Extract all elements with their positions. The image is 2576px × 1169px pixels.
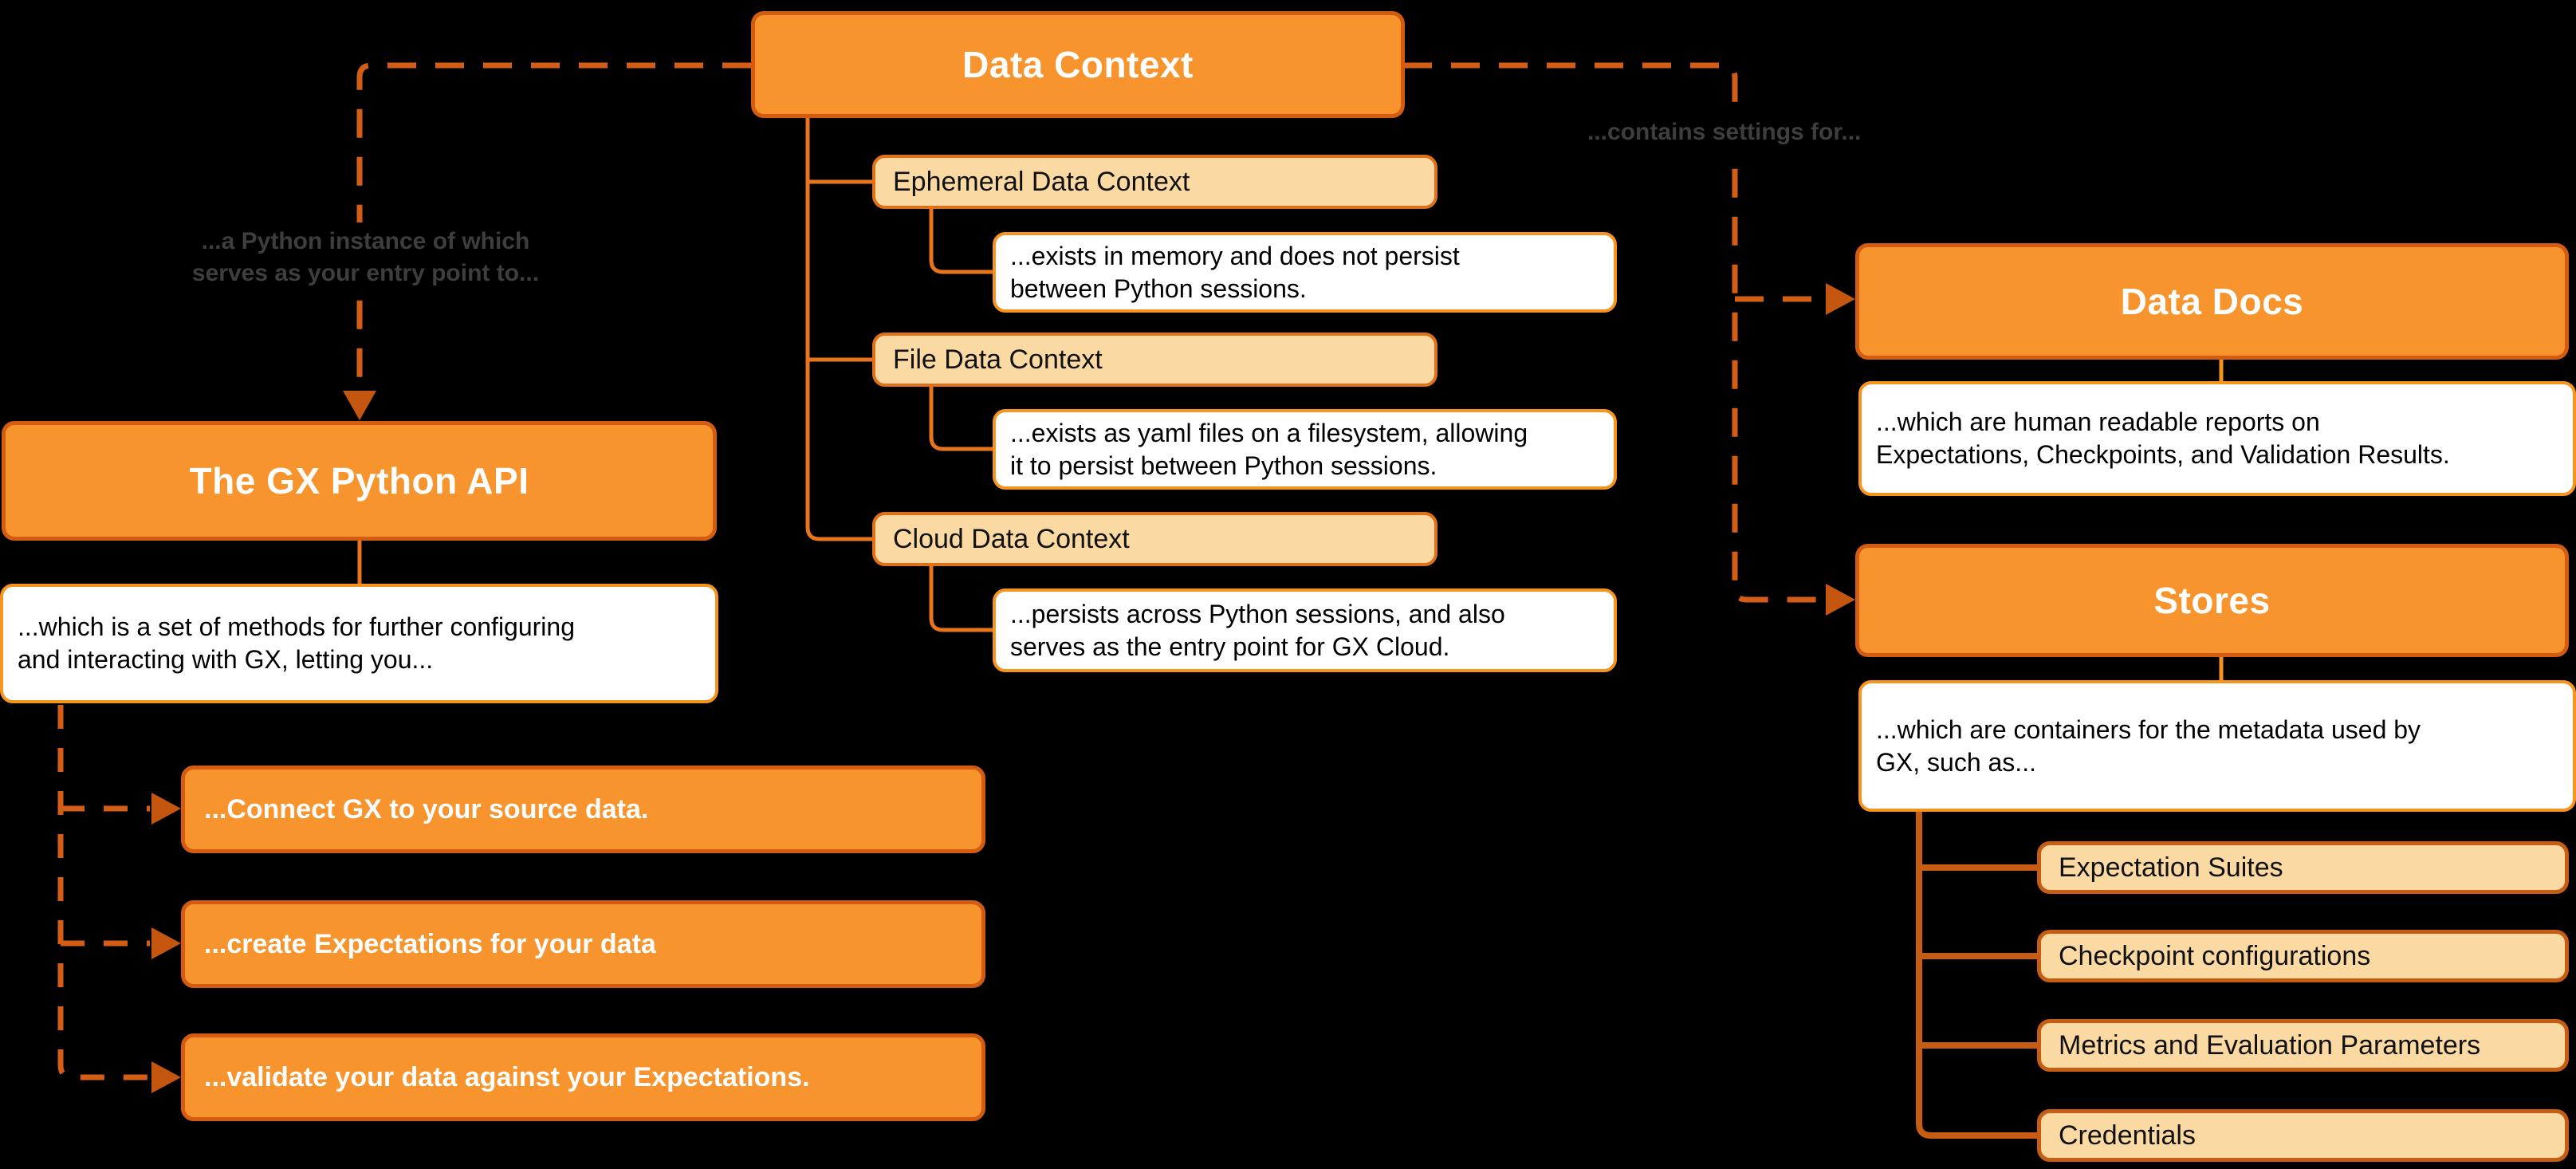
edge-ephemeral-desc xyxy=(929,209,997,274)
arrowhead-datadocs xyxy=(1826,283,1855,315)
node-data-docs-desc-text: ...which are human readable reports on E… xyxy=(1876,407,2450,469)
node-gx-python-api-label: The GX Python API xyxy=(189,460,529,502)
node-cloud-data-context: Cloud Data Context xyxy=(872,512,1437,566)
arrowhead-action2 xyxy=(151,927,181,959)
node-cloud-label: Cloud Data Context xyxy=(893,523,1130,554)
edge-label-contains-settings: ...contains settings for... xyxy=(1583,113,1905,152)
node-action-connect: ...Connect GX to your source data. xyxy=(181,766,985,853)
node-file-data-context: File Data Context xyxy=(872,333,1437,387)
edge-file-desc xyxy=(929,387,997,451)
node-action-create-label: ...create Expectations for your data xyxy=(204,928,656,959)
node-action-validate: ...validate your data against your Expec… xyxy=(181,1033,985,1121)
node-cloud-desc: ...persists across Python sessions, and … xyxy=(993,588,1617,672)
edge-cloud-desc xyxy=(929,566,997,632)
node-stores-desc: ...which are containers for the metadata… xyxy=(1858,680,2576,812)
arrowhead-down-gxapi xyxy=(343,391,376,420)
node-data-context: Data Context xyxy=(751,11,1405,118)
node-data-docs-label: Data Docs xyxy=(2120,281,2304,322)
node-gx-python-api-desc-text: ...which is a set of methods for further… xyxy=(18,612,575,674)
node-file-label: File Data Context xyxy=(893,344,1103,375)
node-action-create: ...create Expectations for your data xyxy=(181,900,985,988)
node-store-item-expectation-suites: Expectation Suites xyxy=(2037,841,2569,894)
node-action-validate-label: ...validate your data against your Expec… xyxy=(204,1061,810,1092)
node-ephemeral-data-context: Ephemeral Data Context xyxy=(872,155,1437,209)
node-ephemeral-desc-text: ...exists in memory and does not persist… xyxy=(1010,241,1460,303)
node-data-context-label: Data Context xyxy=(962,44,1194,85)
node-file-desc: ...exists as yaml files on a filesystem,… xyxy=(993,409,1617,490)
node-ephemeral-desc: ...exists in memory and does not persist… xyxy=(993,232,1617,313)
edge-label-python-instance: ...a Python instance of which serves as … xyxy=(144,222,588,293)
store-item-label: Checkpoint configurations xyxy=(2059,940,2371,971)
node-gx-python-api: The GX Python API xyxy=(2,421,717,541)
node-action-connect-label: ...Connect GX to your source data. xyxy=(204,793,649,825)
edge-contexts-trunk xyxy=(805,118,877,541)
node-stores-desc-text: ...which are containers for the metadata… xyxy=(1876,714,2421,777)
node-store-item-checkpoint-configurations: Checkpoint configurations xyxy=(2037,930,2569,982)
store-item-label: Expectation Suites xyxy=(2059,852,2283,883)
node-ephemeral-label: Ephemeral Data Context xyxy=(893,166,1190,197)
arrowhead-action1 xyxy=(151,793,181,825)
arrowhead-action3 xyxy=(151,1061,181,1093)
node-data-docs-desc: ...which are human readable reports on E… xyxy=(1858,381,2576,496)
node-stores: Stores xyxy=(1855,544,2569,657)
arrowhead-stores xyxy=(1826,584,1855,616)
edge-gxdesc-actions-trunk xyxy=(57,705,150,1080)
node-cloud-desc-text: ...persists across Python sessions, and … xyxy=(1010,599,1505,661)
node-stores-label: Stores xyxy=(2153,580,2271,621)
edge-datacontext-to-gxapi xyxy=(356,62,751,389)
node-gx-python-api-desc: ...which is a set of methods for further… xyxy=(0,584,718,703)
node-store-item-credentials: Credentials xyxy=(2037,1109,2569,1162)
store-item-label: Metrics and Evaluation Parameters xyxy=(2059,1029,2481,1061)
edge-storeitems-trunk xyxy=(1916,810,2041,1139)
node-store-item-metrics-evaluation-parameters: Metrics and Evaluation Parameters xyxy=(2037,1019,2569,1072)
node-file-desc-text: ...exists as yaml files on a filesystem,… xyxy=(1010,418,1528,480)
store-item-label: Credentials xyxy=(2059,1120,2196,1151)
node-data-docs: Data Docs xyxy=(1855,243,2569,360)
edge-datacontext-to-right-trunk xyxy=(1403,62,1824,603)
